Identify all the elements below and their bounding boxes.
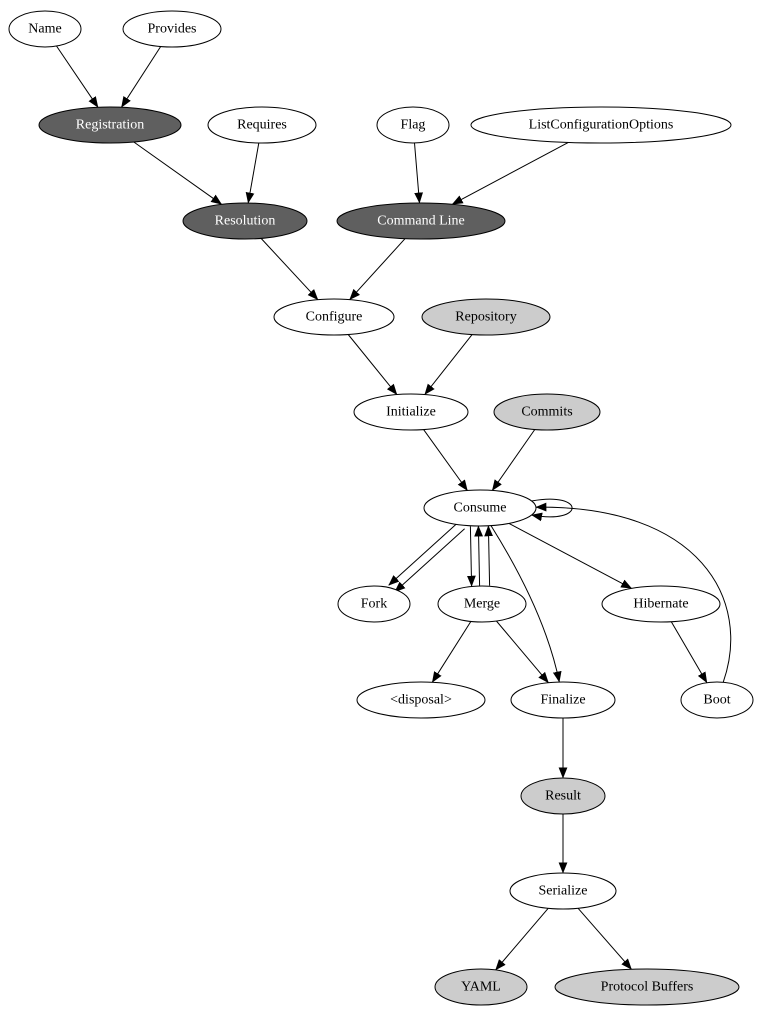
node-shape-fork bbox=[337, 585, 411, 623]
node-registration: Registration bbox=[38, 106, 182, 144]
node-label-hibernate: Hibernate bbox=[633, 597, 688, 612]
node-merge: Merge bbox=[437, 585, 527, 623]
node-label-name: Name bbox=[28, 22, 61, 37]
edge-boot-consume bbox=[535, 502, 732, 683]
node-shape-result bbox=[520, 777, 606, 815]
edge-consume-fork bbox=[388, 521, 459, 586]
node-label-listconfigurationoptions: ListConfigurationOptions bbox=[529, 118, 674, 133]
node-label-commits: Commits bbox=[521, 405, 572, 420]
node-label-fork: Fork bbox=[361, 597, 387, 612]
edge-hibernate-boot bbox=[670, 621, 708, 684]
node-finalize: Finalize bbox=[510, 681, 616, 719]
edge-flag-commandline bbox=[414, 142, 424, 204]
node-shape-initialize bbox=[353, 393, 469, 431]
edge-consume-finalize bbox=[490, 525, 562, 683]
edge-serialize-protocolbuffers bbox=[577, 907, 632, 970]
node-shape-listconfigurationoptions bbox=[470, 106, 732, 144]
node-disposal: <disposal> bbox=[356, 681, 486, 719]
node-shape-boot bbox=[680, 681, 754, 719]
edge-commits-consume bbox=[491, 429, 536, 491]
edge-provides-registration bbox=[121, 46, 162, 108]
node-repository: Repository bbox=[421, 298, 551, 336]
node-flag: Flag bbox=[376, 106, 450, 144]
node-listconfigurationoptions: ListConfigurationOptions bbox=[470, 106, 732, 144]
node-shape-protocolbuffers bbox=[554, 968, 740, 1006]
node-commits: Commits bbox=[493, 393, 601, 431]
node-shape-configure bbox=[273, 298, 395, 336]
node-shape-finalize bbox=[510, 681, 616, 719]
node-consume: Consume bbox=[423, 489, 537, 527]
node-shape-disposal bbox=[356, 681, 486, 719]
node-label-protocolbuffers: Protocol Buffers bbox=[601, 980, 694, 995]
node-shape-name bbox=[8, 10, 82, 48]
node-provides: Provides bbox=[122, 10, 222, 48]
node-requires: Requires bbox=[207, 106, 317, 144]
node-label-merge: Merge bbox=[464, 597, 500, 612]
node-shape-provides bbox=[122, 10, 222, 48]
node-shape-commits bbox=[493, 393, 601, 431]
edge-merge-finalize bbox=[496, 620, 549, 684]
edge-merge-disposal bbox=[431, 621, 472, 683]
node-initialize: Initialize bbox=[353, 393, 469, 431]
node-shape-serialize bbox=[509, 872, 617, 910]
node-shape-yaml bbox=[434, 968, 528, 1006]
node-label-yaml: YAML bbox=[461, 980, 501, 995]
edge-configure-initialize bbox=[347, 334, 398, 396]
node-label-provides: Provides bbox=[148, 22, 197, 37]
edge-name-registration bbox=[56, 45, 99, 108]
edge-consume-fork bbox=[394, 528, 465, 593]
node-yaml: YAML bbox=[434, 968, 528, 1006]
node-configure: Configure bbox=[273, 298, 395, 336]
node-hibernate: Hibernate bbox=[601, 585, 721, 623]
node-boot: Boot bbox=[680, 681, 754, 719]
node-label-result: Result bbox=[545, 789, 581, 804]
node-shape-hibernate bbox=[601, 585, 721, 623]
node-label-initialize: Initialize bbox=[386, 405, 436, 420]
node-shape-flag bbox=[376, 106, 450, 144]
node-protocolbuffers: Protocol Buffers bbox=[554, 968, 740, 1006]
node-label-commandline: Command Line bbox=[377, 214, 465, 229]
edge-commandline-configure bbox=[349, 238, 406, 301]
node-label-configure: Configure bbox=[306, 310, 363, 325]
node-label-repository: Repository bbox=[455, 310, 516, 325]
edge-consume-merge bbox=[466, 526, 476, 587]
node-label-consume: Consume bbox=[454, 501, 507, 516]
node-shape-resolution bbox=[182, 202, 308, 240]
node-label-flag: Flag bbox=[401, 118, 426, 133]
node-name: Name bbox=[8, 10, 82, 48]
edge-resolution-configure bbox=[260, 238, 319, 301]
edge-listconfigurationoptions-commandline bbox=[451, 141, 569, 205]
node-shape-merge bbox=[437, 585, 527, 623]
node-commandline: Command Line bbox=[336, 202, 506, 240]
node-result: Result bbox=[520, 777, 606, 815]
node-label-boot: Boot bbox=[703, 693, 730, 708]
node-shape-repository bbox=[421, 298, 551, 336]
node-label-resolution: Resolution bbox=[215, 214, 276, 229]
node-label-serialize: Serialize bbox=[539, 884, 588, 899]
edge-repository-initialize bbox=[424, 334, 473, 395]
edge-requires-resolution bbox=[245, 142, 260, 204]
node-label-requires: Requires bbox=[237, 118, 287, 133]
node-shape-commandline bbox=[336, 202, 506, 240]
node-label-disposal: <disposal> bbox=[390, 693, 452, 708]
edge-initialize-consume bbox=[423, 429, 468, 491]
node-shape-consume bbox=[423, 489, 537, 527]
node-serialize: Serialize bbox=[509, 872, 617, 910]
edge-consume-hibernate bbox=[508, 522, 633, 589]
node-label-registration: Registration bbox=[76, 118, 144, 133]
node-fork: Fork bbox=[337, 585, 411, 623]
node-label-finalize: Finalize bbox=[540, 693, 585, 708]
edge-merge-consume bbox=[474, 525, 484, 587]
edge-registration-resolution bbox=[133, 141, 223, 205]
node-shape-requires bbox=[207, 106, 317, 144]
node-resolution: Resolution bbox=[182, 202, 308, 240]
edge-serialize-yaml bbox=[495, 907, 549, 971]
edge-merge-consume bbox=[484, 525, 494, 586]
node-shape-registration bbox=[38, 106, 182, 144]
edges-layer bbox=[56, 45, 732, 971]
